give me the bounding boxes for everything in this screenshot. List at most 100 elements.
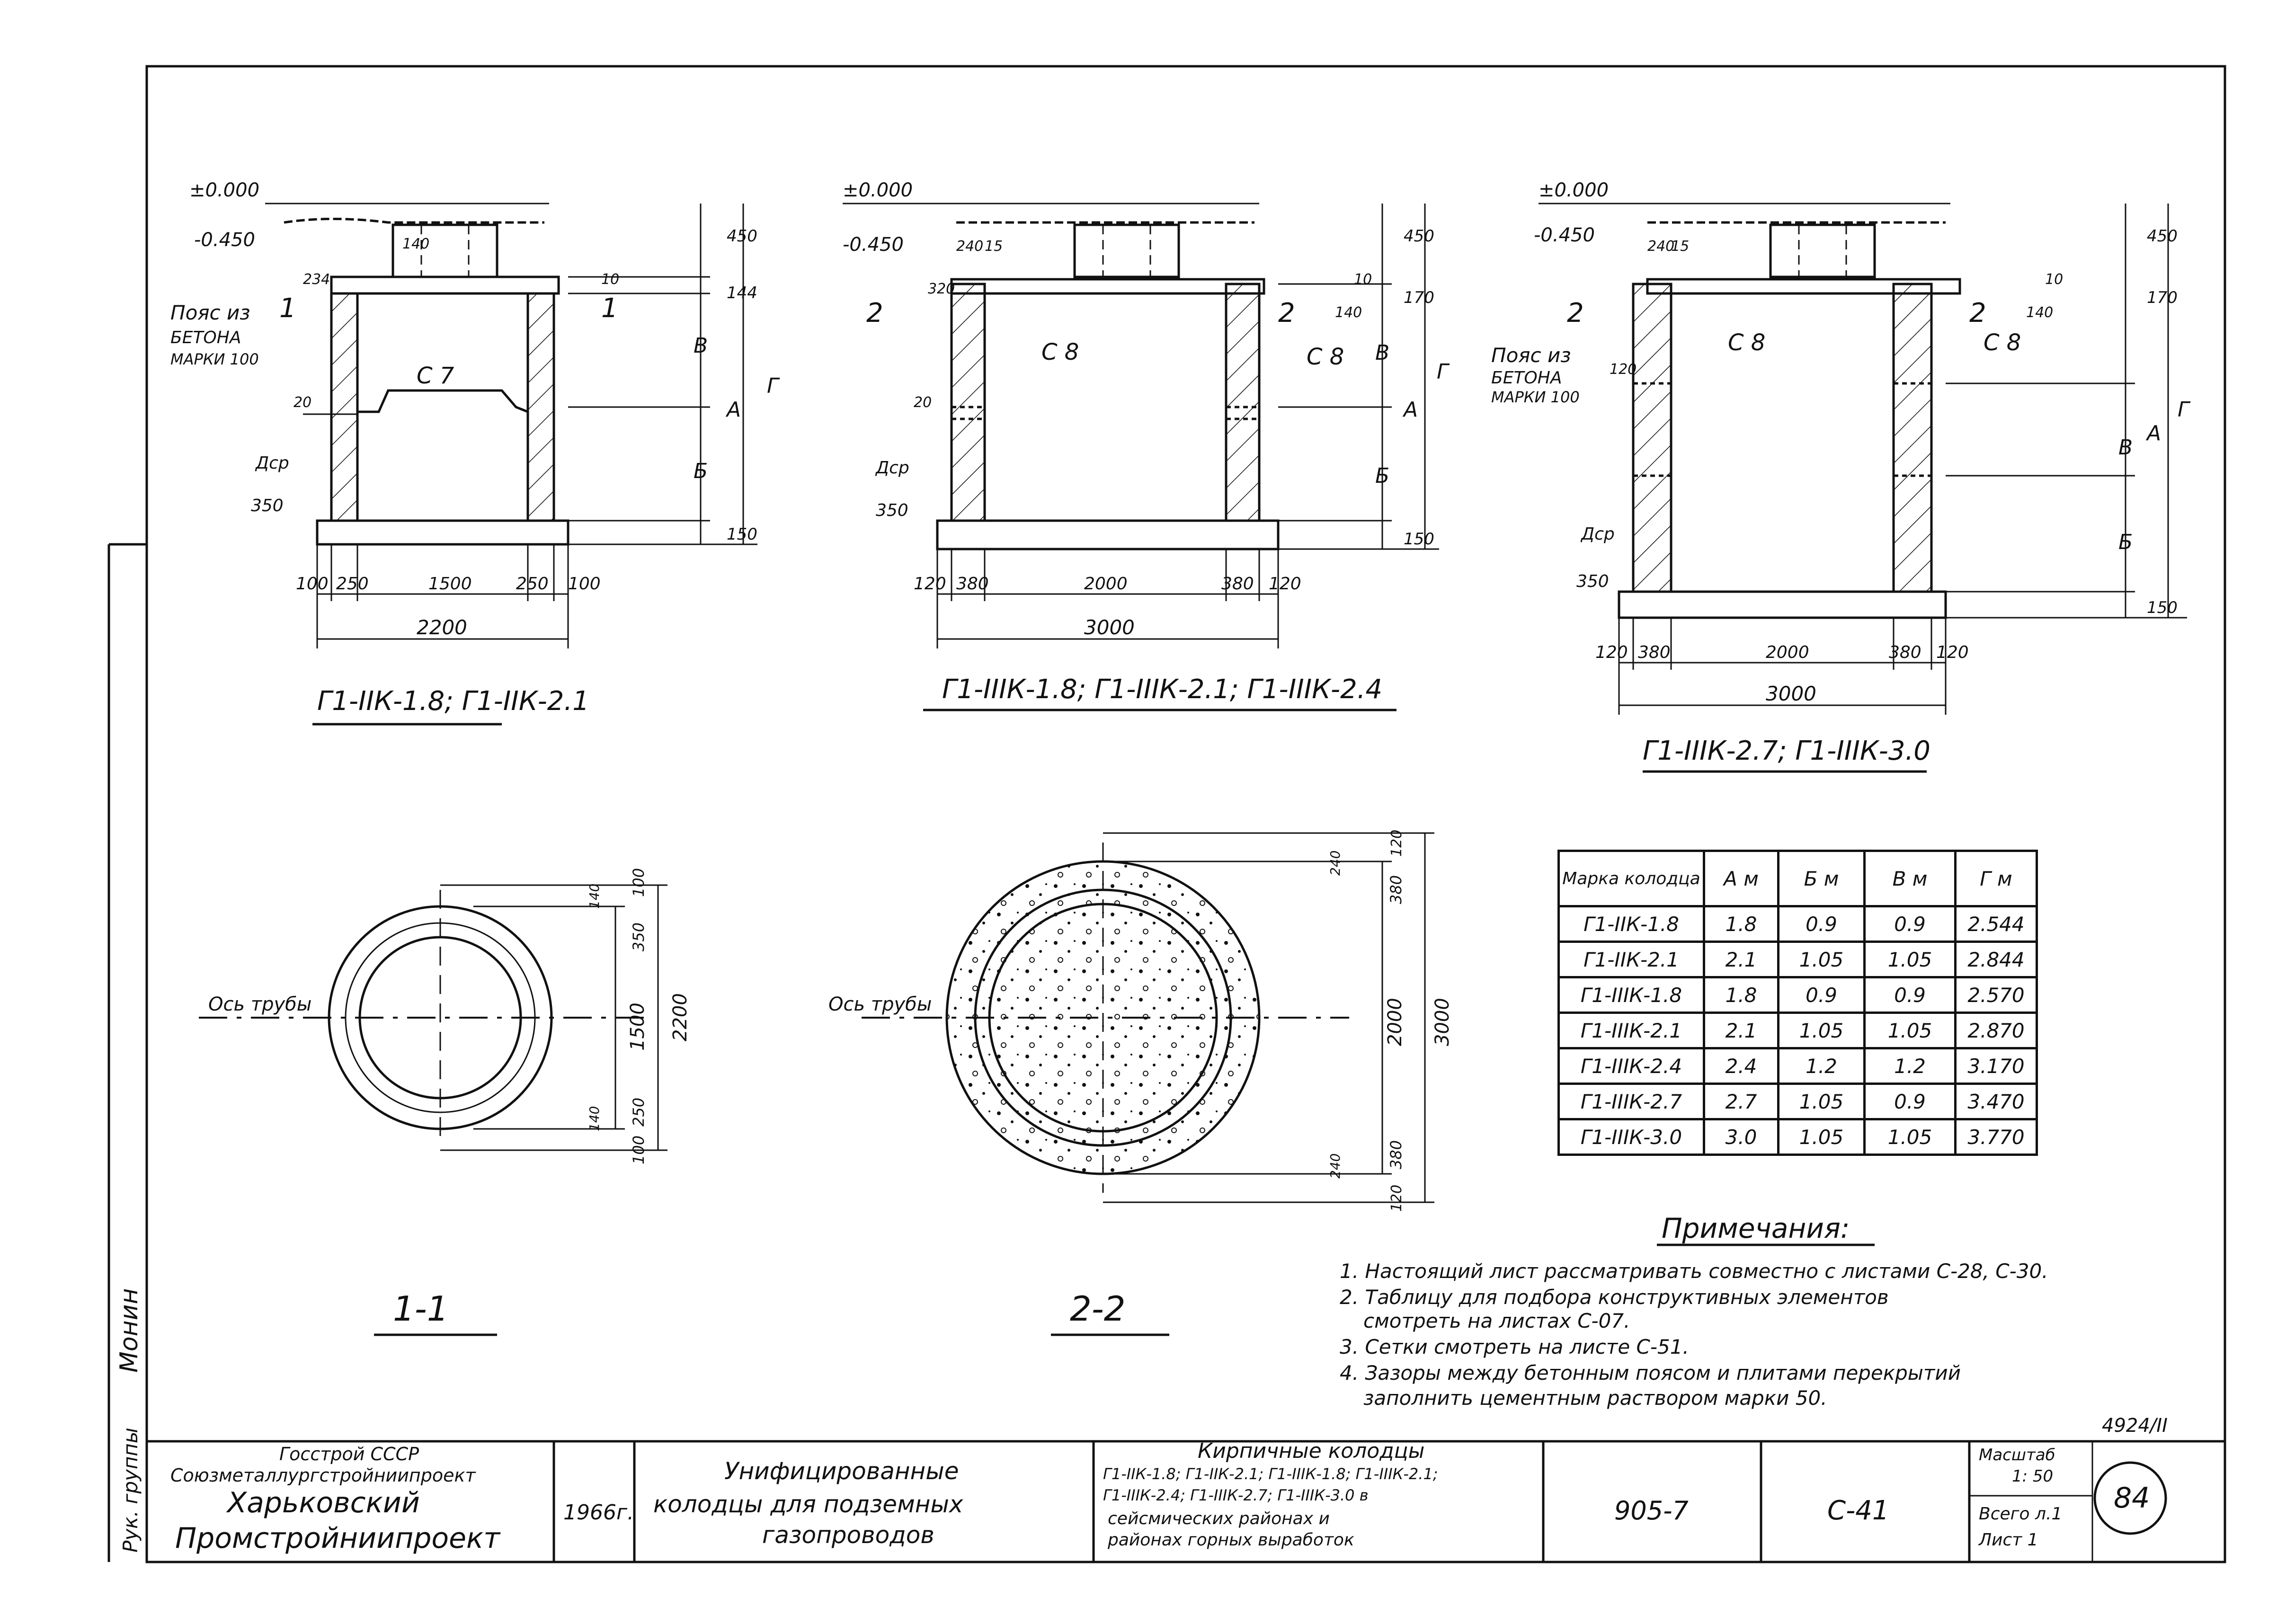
- p2-2000: 2000: [1384, 998, 1406, 1046]
- dim-1-b1500: 1500: [428, 574, 472, 594]
- dim-1-b100b: 100: [568, 574, 601, 594]
- dim-3-a: А: [2145, 421, 2161, 445]
- plan-2-2: [862, 832, 1434, 1336]
- sheet-frame: [145, 65, 2226, 1563]
- p1-1500: 1500: [627, 1003, 649, 1051]
- section-3: [1539, 203, 2187, 773]
- table-cell: 2.544: [1954, 905, 2038, 943]
- dim-3-10: 10: [2045, 271, 2063, 288]
- elev-minus-3: -0.450: [1534, 224, 1595, 246]
- p1-250: 250: [630, 1098, 648, 1127]
- belt-label-1b: БЕТОНА: [170, 328, 241, 347]
- table-header-row: Марка колодца А м Б м В м Г м: [1557, 850, 2038, 907]
- table-cell: Г1-ІІІК-2.4: [1557, 1047, 1705, 1085]
- dim-2-a: А: [1402, 398, 1418, 422]
- stamp-desc-3: сейсмических районах и: [1108, 1509, 1330, 1528]
- elev-minus-1: -0.450: [194, 229, 255, 251]
- dim-3-b: Б: [2118, 530, 2133, 554]
- table-cell: 2.4: [1703, 1047, 1779, 1085]
- table-header-mark: Марка колодца: [1557, 850, 1705, 907]
- cut-mark-2-left: 2: [866, 298, 883, 328]
- slab-label-3b: С 8: [1984, 329, 2021, 356]
- table-cell: 2.1: [1703, 941, 1779, 978]
- table-cell: 0.9: [1863, 976, 1957, 1014]
- p2-120b: 120: [1388, 1185, 1405, 1212]
- dim-2-15: 15: [985, 238, 1003, 255]
- dim-1-234: 234: [303, 271, 330, 288]
- dim-1-a: А: [725, 398, 741, 422]
- section-1-title: Г1-ІІК-1.8; Г1-ІІК-2.1: [317, 686, 589, 717]
- dim-1-g: Г: [767, 374, 780, 398]
- well-parameters-table: Марка колодца А м Б м В м Г м Г1-ІІК-1.8…: [1557, 850, 2038, 1156]
- dim-2-150: 150: [1404, 530, 1434, 549]
- dim-2-20: 20: [914, 394, 932, 411]
- pipe-axis-label-1: Ось трубы: [208, 994, 311, 1015]
- belt-label-1c: МАРКИ 100: [170, 350, 259, 368]
- dim-1-144: 144: [727, 284, 757, 302]
- cut-mark-2-right: 2: [1278, 298, 1295, 328]
- dim-3-15: 15: [1671, 238, 1689, 255]
- p1-100a: 100: [630, 868, 648, 897]
- dim-3-b380a: 380: [1638, 643, 1671, 662]
- dim-1-350: 350: [251, 496, 284, 515]
- table-cell: 1.05: [1777, 1083, 1866, 1120]
- stamp-project-0: Унифицированные: [724, 1457, 959, 1485]
- p2-240b: 240: [1327, 1154, 1343, 1179]
- slab-label-3a: С 8: [1728, 329, 1765, 356]
- p2-120a: 120: [1388, 830, 1405, 857]
- table-cell: 1.05: [1863, 1118, 1957, 1156]
- slab-label-2a: С 8: [1041, 339, 1079, 365]
- table-cell: 0.9: [1863, 1083, 1957, 1120]
- dim-1-b100a: 100: [296, 574, 329, 594]
- p1-140a: 140: [587, 884, 602, 909]
- stamp-scale-label: Масштаб: [1979, 1446, 2055, 1464]
- stamp-desc-1: Г1-ІІК-1.8; Г1-ІІК-2.1; Г1-ІІІК-1.8; Г1-…: [1103, 1465, 1438, 1483]
- stamp-total: Всего л.1: [1979, 1504, 2062, 1524]
- stamp-number: 84: [2114, 1482, 2150, 1515]
- table-cell: Г1-ІІІК-3.0: [1557, 1118, 1705, 1156]
- table-cell: 3.470: [1954, 1083, 2038, 1120]
- belt-label-1a: Пояс из: [170, 301, 250, 324]
- stamp-scale: 1: 50: [2012, 1467, 2053, 1486]
- dim-3-b2000: 2000: [1766, 643, 1809, 662]
- note-1: 1. Настоящий лист рассматривать совместн…: [1340, 1260, 2048, 1283]
- dim-1-450: 450: [727, 227, 757, 246]
- slab-label-1: С 7: [417, 363, 454, 389]
- section-2: [843, 203, 1439, 711]
- title-block-lines: [147, 1440, 2225, 1562]
- p1-100b: 100: [630, 1136, 648, 1164]
- dim-3-b120b: 120: [1936, 643, 1969, 662]
- pipe-axis-label-2: Ось трубы: [828, 994, 932, 1015]
- dim-1-b250b: 250: [516, 574, 549, 594]
- side-stamp-name: Монин: [115, 1288, 143, 1373]
- table-cell: Г1-ІІІК-2.1: [1557, 1012, 1705, 1049]
- elev-zero-1: ±0.000: [189, 179, 259, 201]
- note-2a: 2. Таблицу для подбора конструктивных эл…: [1340, 1286, 1889, 1309]
- dim-1-10: 10: [601, 271, 619, 288]
- stamp-org-3: Промстройниипроект: [175, 1522, 501, 1555]
- elev-zero-2: ±0.000: [843, 179, 913, 201]
- dim-2-dsr: Дср: [875, 458, 909, 478]
- p1-2200: 2200: [669, 993, 691, 1041]
- table-cell: 1.05: [1777, 1118, 1866, 1156]
- dim-2-10: 10: [1354, 271, 1372, 288]
- dim-1-dsr: Дср: [255, 453, 289, 473]
- cut-mark-1-left: 1: [279, 293, 296, 324]
- dim-3-240: 240: [1647, 238, 1674, 255]
- dim-3-dsr: Дср: [1580, 524, 1615, 544]
- dim-2-b380b: 380: [1221, 574, 1254, 594]
- dim-1-b250a: 250: [336, 574, 369, 594]
- table-cell: 2.870: [1954, 1012, 2038, 1049]
- cut-mark-1-right: 1: [601, 293, 618, 324]
- table-cell: 1.8: [1703, 976, 1779, 1014]
- dim-2-b2000: 2000: [1084, 574, 1128, 594]
- dim-2-total: 3000: [1084, 616, 1135, 639]
- table-header-b: Б м: [1777, 850, 1866, 907]
- dim-1-b: Б: [694, 459, 708, 483]
- table-cell: 2.570: [1954, 976, 2038, 1014]
